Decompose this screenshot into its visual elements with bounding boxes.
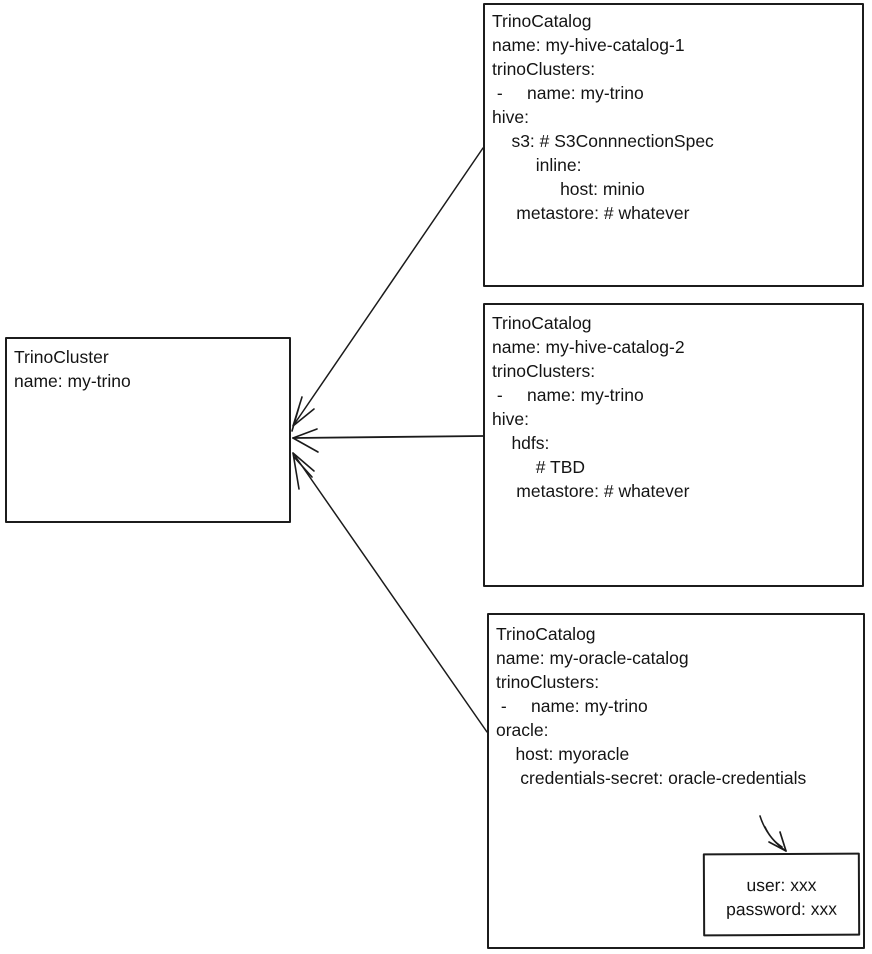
yaml-line: s3: # S3ConnnectionSpec bbox=[492, 131, 714, 151]
credentials-secret-content: user: xxx password: xxx bbox=[705, 855, 858, 922]
trinocatalog-1-box: TrinoCatalog name: my-hive-catalog-1 tri… bbox=[483, 3, 864, 287]
yaml-line: credentials-secret: oracle-credentials bbox=[496, 768, 807, 788]
arrowhead-catalog2-icon bbox=[292, 428, 319, 453]
trinocatalog-3-title: TrinoCatalog bbox=[496, 624, 596, 644]
trinocluster-title: TrinoCluster bbox=[14, 347, 109, 367]
yaml-line: inline: bbox=[492, 155, 582, 175]
trinocluster-content: TrinoCluster name: my-trino bbox=[7, 339, 289, 393]
secret-user-line: user: xxx bbox=[746, 874, 817, 896]
trinocatalog-2-box: TrinoCatalog name: my-hive-catalog-2 tri… bbox=[483, 303, 864, 587]
trinocatalog-2-title: TrinoCatalog bbox=[492, 313, 592, 333]
trinocatalog-1-content: TrinoCatalog name: my-hive-catalog-1 tri… bbox=[485, 5, 862, 225]
yaml-line: trinoClusters: bbox=[492, 59, 596, 79]
connector-catalog2-line bbox=[292, 435, 484, 439]
yaml-line: oracle: bbox=[496, 720, 549, 740]
yaml-line: name: my-oracle-catalog bbox=[496, 648, 689, 668]
yaml-line: hive: bbox=[492, 409, 529, 429]
yaml-line: # TBD bbox=[492, 457, 586, 477]
secret-password-line: password: xxx bbox=[726, 898, 838, 920]
connector-catalog3-line bbox=[292, 452, 488, 733]
yaml-line: name: my-hive-catalog-2 bbox=[492, 337, 685, 357]
yaml-line: - name: my-trino bbox=[496, 696, 648, 716]
yaml-line: trinoClusters: bbox=[492, 361, 596, 381]
arrowhead-catalog1-icon bbox=[291, 396, 315, 432]
yaml-line: host: myoracle bbox=[496, 744, 630, 764]
yaml-line: hdfs: bbox=[492, 433, 550, 453]
yaml-line: name: my-hive-catalog-1 bbox=[492, 35, 685, 55]
yaml-line: trinoClusters: bbox=[496, 672, 600, 692]
trinocatalog-1-title: TrinoCatalog bbox=[492, 11, 592, 31]
yaml-line: hive: bbox=[492, 107, 529, 127]
yaml-line: metastore: # whatever bbox=[492, 481, 690, 501]
trinocatalog-3-box: TrinoCatalog name: my-oracle-catalog tri… bbox=[487, 613, 865, 949]
yaml-line: host: minio bbox=[492, 179, 645, 199]
trinocatalog-2-content: TrinoCatalog name: my-hive-catalog-2 tri… bbox=[485, 305, 862, 503]
trinocluster-box: TrinoCluster name: my-trino bbox=[5, 337, 291, 523]
trinocluster-name: name: my-trino bbox=[14, 371, 131, 391]
yaml-line: - name: my-trino bbox=[492, 385, 644, 405]
credentials-secret-box: user: xxx password: xxx bbox=[702, 852, 861, 937]
trinocatalog-3-content: TrinoCatalog name: my-oracle-catalog tri… bbox=[489, 615, 863, 790]
arrowhead-catalog3-icon bbox=[292, 452, 315, 490]
yaml-line: - name: my-trino bbox=[492, 83, 644, 103]
connector-catalog1-line bbox=[292, 147, 484, 427]
yaml-line: metastore: # whatever bbox=[492, 203, 690, 223]
